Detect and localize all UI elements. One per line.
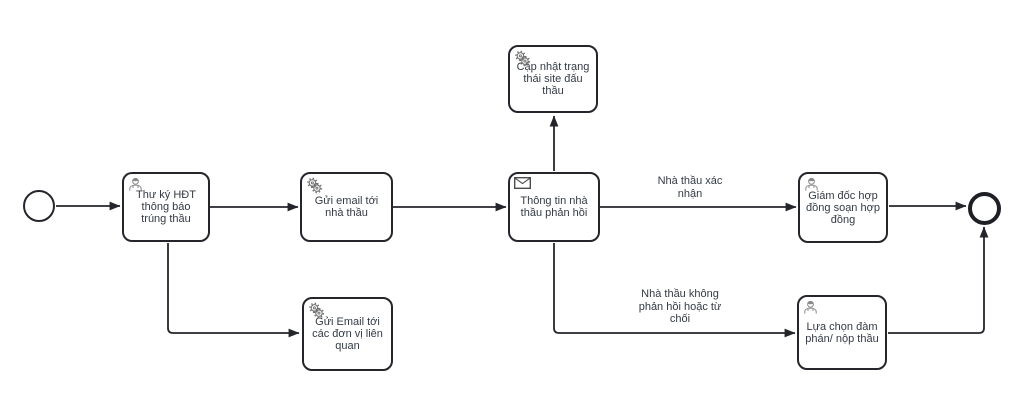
user-icon — [128, 177, 143, 194]
task-label: Giám đốc hợp đồng soạn hợp đồng — [806, 189, 880, 226]
flow-thong-tin-to-lua-chon[interactable] — [553, 243, 796, 338]
task-label: Thư ký HĐT thông báo trúng thầu — [136, 189, 196, 225]
start-event[interactable] — [23, 190, 55, 222]
edge-label-nha-thau-khong-phan-hoi[interactable]: Nhà thầu không phản hồi hoặc từ chối — [638, 288, 722, 325]
task-cap-nhat-trang-thai-site-dau-thau[interactable]: Cập nhật trạng thái site đấu thầu — [508, 45, 598, 113]
task-label: Cập nhật trạng thái site đấu thầu — [516, 61, 590, 97]
task-lua-chon-dam-phan-nop-thau[interactable]: Lựa chọn đàm phán/ nộp thầu — [797, 295, 887, 370]
task-gui-email-toi-nha-thau[interactable]: Gửi email tới nhà thầu — [300, 172, 393, 242]
task-label: Gửi Email tới các đơn vị liên quan — [312, 316, 383, 352]
edge-label-nha-thau-xac-nhan[interactable]: Nhà thầu xác nhận — [657, 175, 723, 200]
user-icon — [804, 177, 819, 194]
user-icon — [803, 300, 818, 317]
task-label: Gửi email tới nhà thầu — [314, 195, 379, 219]
flow-lua-chon-to-end[interactable] — [888, 226, 989, 334]
task-giam-doc-hop-dong-soan-hop-dong[interactable]: Giám đốc hợp đồng soạn hợp đồng — [798, 172, 888, 243]
gears-icon — [306, 177, 323, 197]
task-thong-tin-nha-thau-phan-hoi[interactable]: Thông tin nhà thầu phản hồi — [508, 172, 600, 242]
end-event[interactable] — [968, 192, 1001, 225]
flow-thu-ky-to-gui-email-don-vi[interactable] — [167, 243, 300, 338]
task-label: Thông tin nhà thầu phản hồi — [520, 195, 588, 219]
task-gui-email-toi-cac-don-vi-lien-quan[interactable]: Gửi Email tới các đơn vị liên quan — [302, 297, 393, 371]
gears-icon — [308, 302, 325, 322]
task-thu-ky-hdt-thong-bao-trung-thau[interactable]: Thư ký HĐT thông báo trúng thầu — [122, 172, 210, 242]
envelope-icon — [513, 176, 532, 192]
gears-icon — [514, 50, 531, 70]
task-label: Lựa chọn đàm phán/ nộp thầu — [805, 320, 879, 345]
